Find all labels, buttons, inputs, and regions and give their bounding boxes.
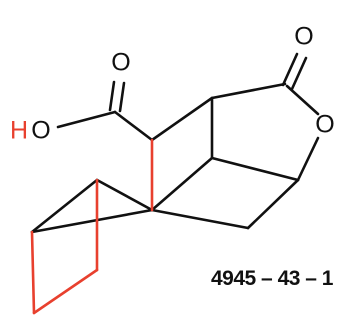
bond-left-top-to-apex [30,178,99,234]
bond-red-lower-diagonal [32,268,99,315]
bond-lactone-co-2 [290,56,308,91]
bond-c-left [95,178,154,212]
bond-apex-to-c [30,208,154,234]
bond-acid-co-2 [118,81,126,113]
bond-c-c-top [150,96,214,142]
bond-bridge-to-ch [210,156,300,182]
bond-acid-c-ring [113,110,154,142]
bond-acid-co-1 [108,80,116,112]
bond-acid-c-oh [56,110,117,129]
bond-carbonyl-o [285,84,320,116]
atom-o-lactone-ring: O [315,111,334,139]
bonds-primary [30,52,320,234]
bond-ch-ch2 [246,178,300,230]
compound-id-label: 4945 – 43 – 1 [211,267,333,290]
atom-o-lactone-carbonyl: O [294,23,313,51]
atom-h-hydroxyl: H [10,117,28,145]
atom-o-hydroxyl: O [31,117,50,145]
atom-o-acid-carbonyl: O [111,49,130,77]
atom-labels: O H O O O [10,23,335,145]
bond-o-ch [296,136,320,182]
bond-ch2-c [150,208,250,230]
bond-top-carbonyl [210,82,287,100]
bond-lactone-co-1 [281,52,299,87]
bond-red-left-vertical [30,230,36,315]
bonds-highlight [30,138,154,315]
bond-bridge-to-c [150,156,214,212]
